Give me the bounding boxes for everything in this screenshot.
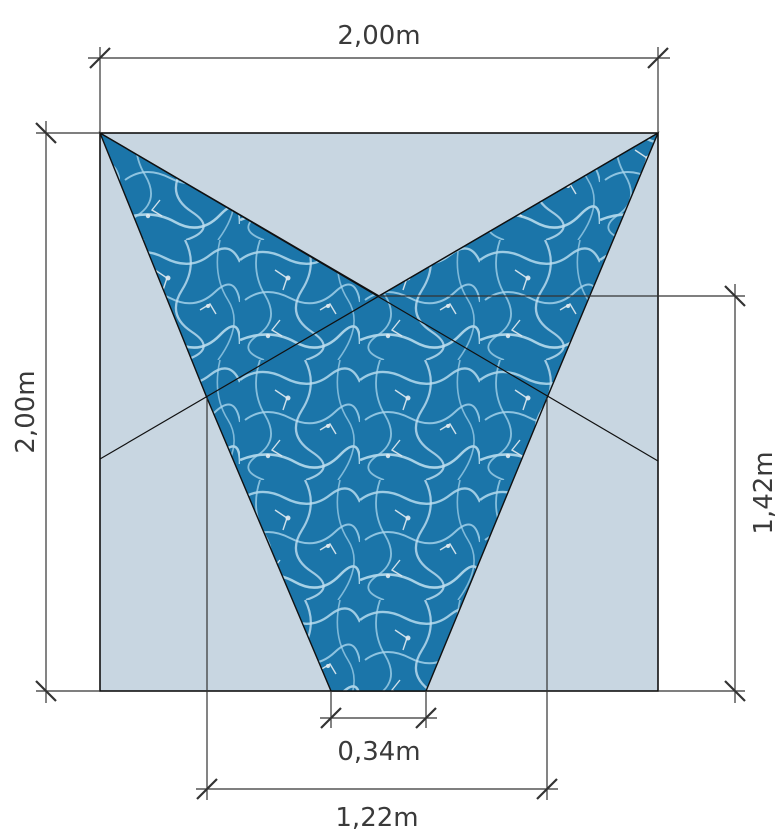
dimension-label-span: 1,22m xyxy=(335,803,418,833)
dimension-label-depth: 1,42m xyxy=(749,451,779,534)
dimension-label-opening: 0,34m xyxy=(337,737,420,767)
dimension-right xyxy=(379,284,746,703)
diagonal-line-left xyxy=(99,132,659,462)
dimension-bottom-span xyxy=(196,398,558,800)
dimension-label-width: 2,00m xyxy=(337,21,420,51)
dimension-bottom-opening xyxy=(320,691,437,729)
dimension-left xyxy=(35,121,100,703)
dimension-top xyxy=(88,47,670,133)
dimension-label-height: 2,00m xyxy=(11,370,41,453)
